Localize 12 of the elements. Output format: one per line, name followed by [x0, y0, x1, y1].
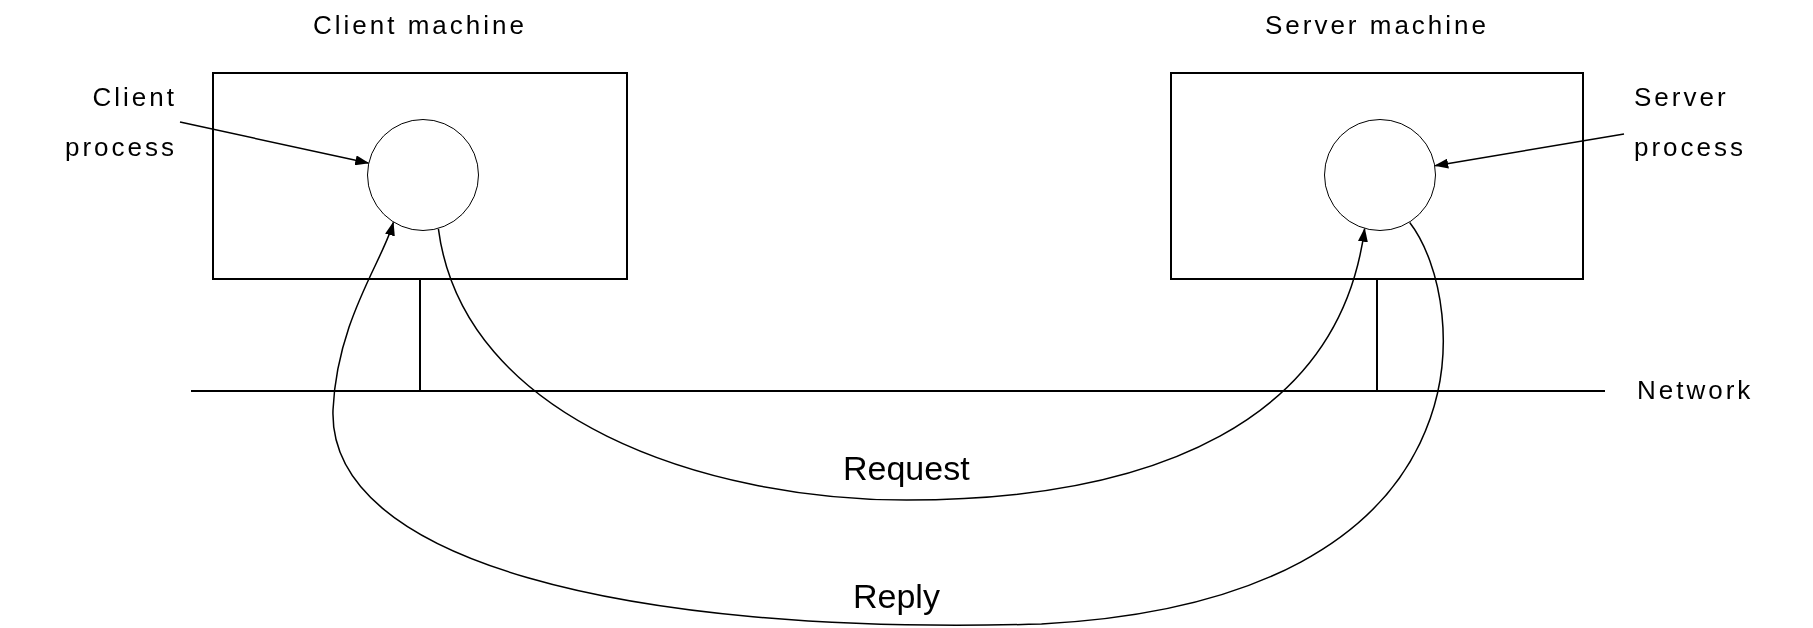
leader-arrow	[1434, 133, 1625, 169]
machine-title: Server machine	[1263, 10, 1491, 41]
network-line	[191, 390, 1605, 392]
machine-title: Client machine	[312, 10, 528, 41]
process-label: Server process	[1634, 72, 1809, 172]
message-arrow	[437, 227, 1367, 501]
process-label: Client process	[12, 72, 177, 172]
message-arrow	[332, 221, 1444, 626]
leader-arrow	[179, 121, 370, 166]
connector-line	[1376, 279, 1378, 391]
connector-line	[419, 279, 421, 391]
network-label: Network	[1637, 374, 1754, 407]
